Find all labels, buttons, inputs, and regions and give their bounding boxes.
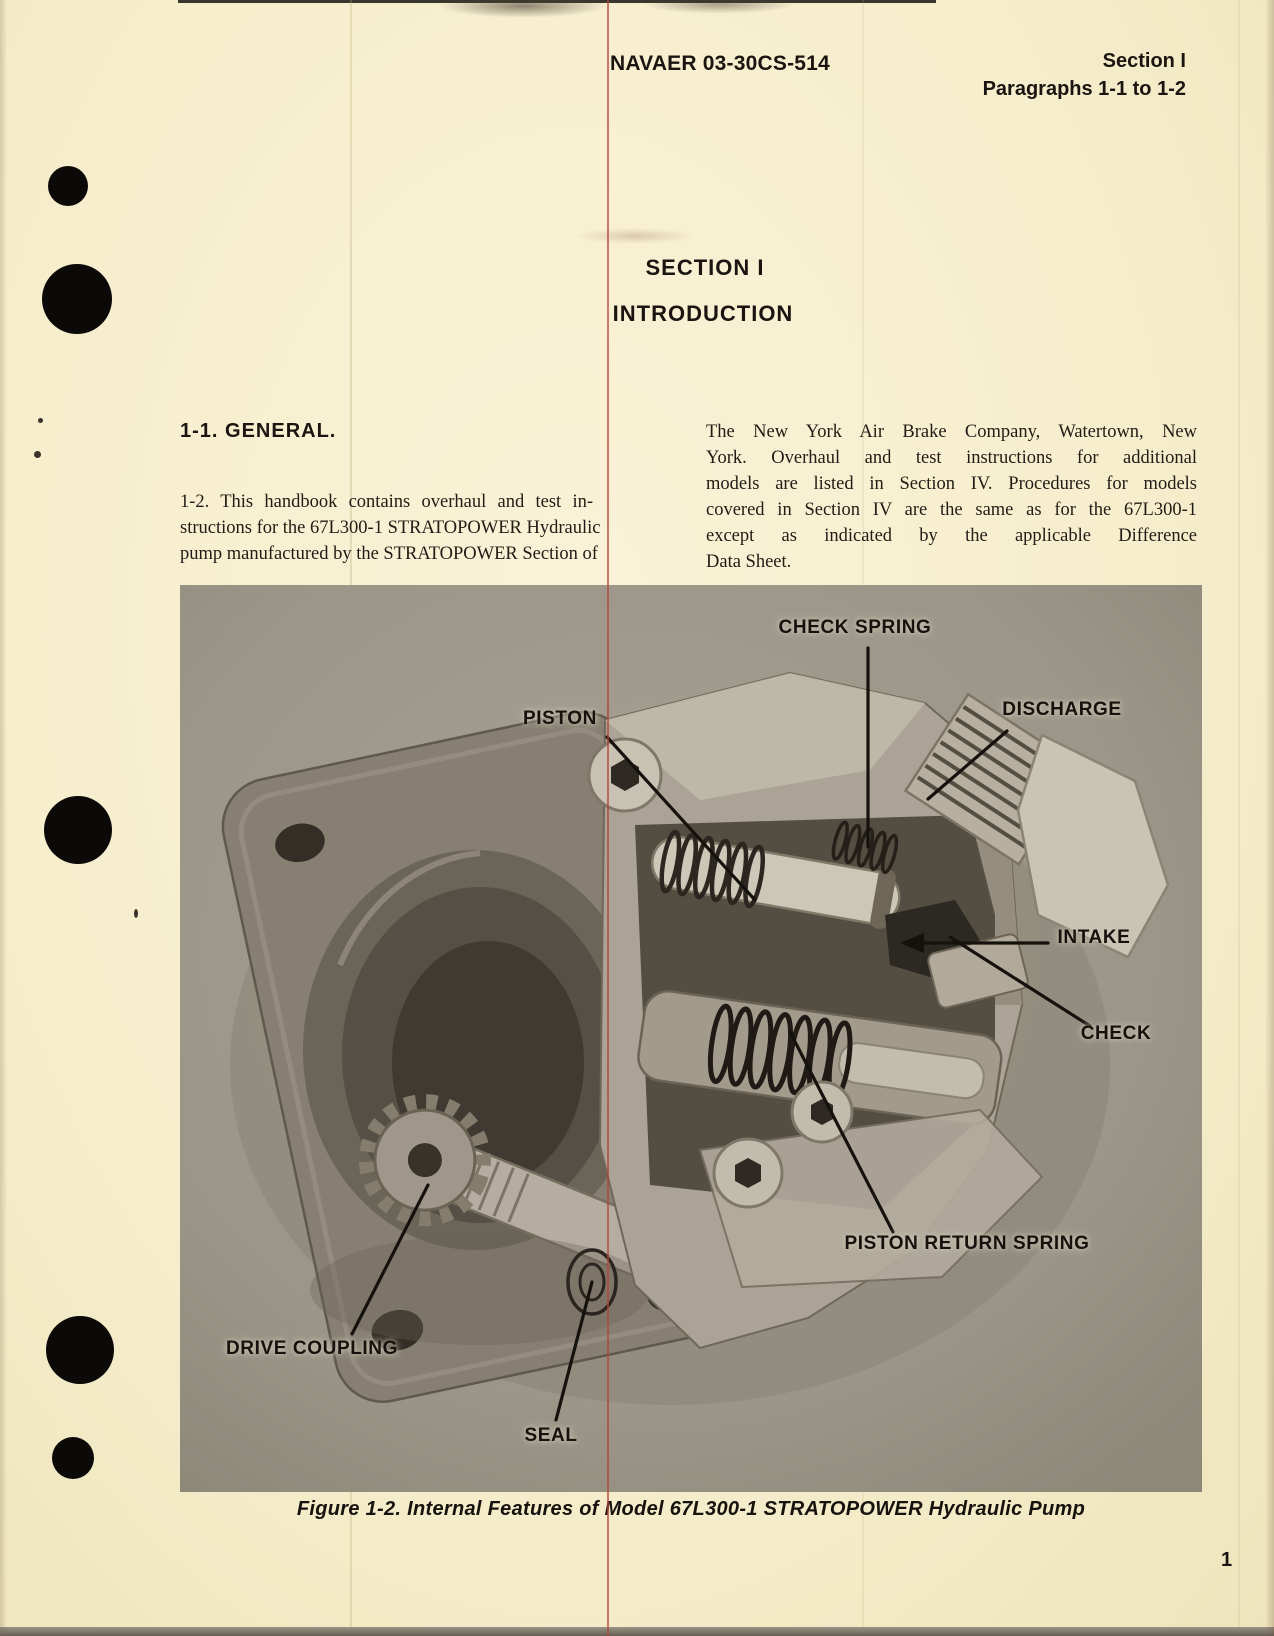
label-intake: INTAKE — [1057, 927, 1131, 948]
socket-screw — [712, 1137, 784, 1209]
bolt-hole — [275, 823, 325, 863]
document-number: NAVAER 03-30CS-514 — [610, 52, 830, 75]
label-piston: PISTON — [523, 708, 597, 729]
left-column-paragraph: 1-2. This handbook contains overhaul and… — [180, 489, 601, 567]
paper-speck — [134, 909, 138, 918]
right-column-paragraph: The New York Air Brake Company, Watertow… — [706, 419, 1197, 575]
return-spring-assembly — [637, 990, 1003, 1126]
leader-drive-coupling — [350, 1183, 430, 1336]
label-seal: SEAL — [524, 1425, 578, 1446]
discharge-fitting — [903, 692, 1170, 959]
paragraph-heading-general: 1-1. GENERAL. — [180, 420, 337, 442]
body-text-line: The New York Air Brake Company, Watertow… — [706, 422, 1197, 442]
intake-arrowhead — [900, 933, 924, 953]
ink-smudge — [575, 228, 695, 244]
red-margin-line — [607, 0, 609, 1636]
label-piston-return-spring: PISTON RETURN SPRING — [844, 1233, 1090, 1254]
punch-hole — [44, 796, 112, 864]
lower-bracket — [698, 1108, 1044, 1289]
body-text-line: Data Sheet. — [706, 552, 792, 572]
section-subtitle: INTRODUCTION — [612, 301, 794, 326]
body-text-line: models are listed in Section IV. Procedu… — [706, 474, 1197, 494]
label-drive-coupling: DRIVE COUPLING — [225, 1338, 399, 1359]
drive-shaft — [358, 1094, 668, 1278]
body-text-line: York. Overhaul and test instructions for… — [706, 448, 1197, 468]
scan-right-edge — [1265, 0, 1274, 1636]
header-right-block: Section I Paragraphs 1-1 to 1-2 — [983, 47, 1186, 103]
body-text-line: except as indicated by the applicable Di… — [706, 526, 1197, 546]
seal-part — [566, 1248, 618, 1316]
header-section-label: Section I — [1102, 50, 1186, 72]
bolt-hole — [371, 1309, 424, 1351]
leader-seal — [554, 1280, 594, 1422]
leader-lines — [350, 646, 1092, 1422]
punch-hole — [42, 264, 112, 334]
body-text-line: pump manufactured by the STRATOPOWER Sec… — [180, 544, 598, 564]
leader-piston-return-spring — [788, 1030, 895, 1234]
leader-discharge — [926, 729, 1009, 801]
label-check-spring: CHECK SPRING — [778, 617, 932, 638]
punch-hole — [48, 166, 88, 206]
punch-hole — [52, 1437, 94, 1479]
paper-speck — [34, 451, 41, 458]
shaft-shadow — [310, 1235, 650, 1345]
label-check: CHECK — [1080, 1023, 1152, 1044]
label-discharge: DISCHARGE — [1002, 699, 1122, 720]
section-title: SECTION I — [645, 255, 765, 280]
scan-bottom-edge — [0, 1627, 1274, 1636]
socket-screw — [790, 1080, 854, 1144]
header-paragraphs-label: Paragraphs 1-1 to 1-2 — [982, 78, 1186, 100]
check-spring-part — [831, 820, 899, 875]
figure-caption: Figure 1-2. Internal Features of Model 6… — [296, 1498, 1086, 1520]
paper-speck — [38, 418, 43, 423]
body-text-line: covered in Section IV are the same as fo… — [706, 500, 1197, 520]
body-text-line: 1-2. This handbook contains overhaul and… — [180, 492, 593, 512]
page-number: 1 — [1221, 1549, 1233, 1571]
paper-crease — [1238, 0, 1240, 1636]
body-text-line: structions for the 67L300-1 STRATOPOWER … — [180, 518, 601, 538]
pump-cutaway-figure: CHECK SPRING PISTON DISCHARGE INTAKE CHE… — [180, 585, 1202, 1492]
leader-piston — [605, 735, 757, 902]
scan-left-edge — [0, 0, 7, 1636]
pump-cutaway-illustration — [180, 585, 1202, 1492]
punch-hole — [46, 1316, 114, 1384]
socket-screw — [587, 737, 663, 813]
leader-check — [948, 935, 1092, 1028]
gear-teeth — [358, 1094, 491, 1227]
ink-smudge — [438, 0, 608, 18]
ink-smudge — [642, 0, 797, 14]
